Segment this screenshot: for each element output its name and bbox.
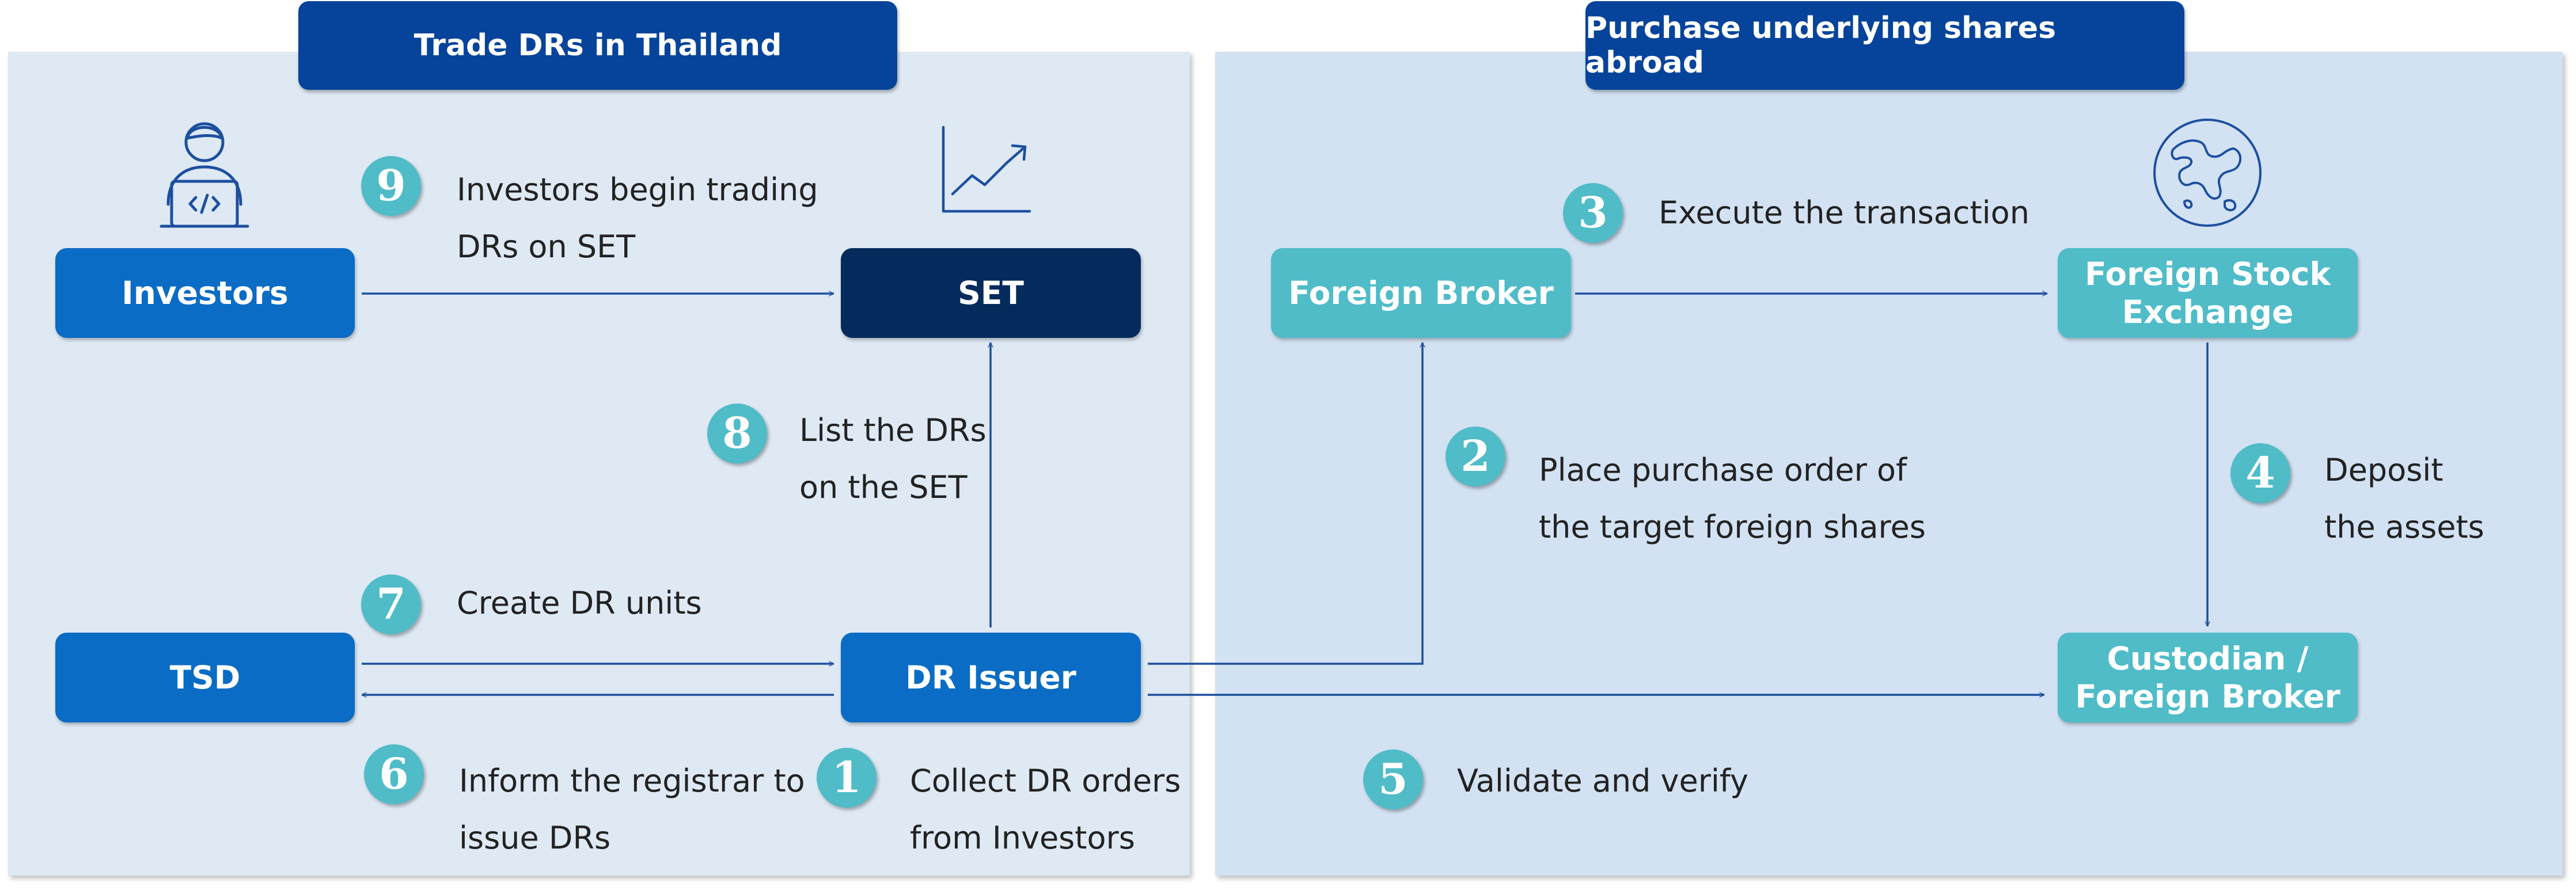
step-number-7: 7 (361, 575, 421, 634)
step-number-8: 8 (707, 404, 767, 463)
node-foreign-broker: Foreign Broker (1271, 248, 1571, 338)
header-trade-drs: Trade DRs in Thailand (298, 1, 897, 90)
step-number-4: 4 (2230, 443, 2290, 503)
step-label-9: Investors begin trading DRs on SET (457, 172, 818, 265)
chart-icon (942, 125, 1031, 213)
step-label-1: Collect DR orders from Investors (910, 763, 1181, 856)
step-number-3: 3 (1563, 183, 1623, 243)
arrow-issuer-broker (1148, 343, 1422, 665)
node-tsd: TSD (55, 633, 355, 722)
step-label-8: List the DRs on the SET (799, 412, 987, 505)
node-dr-issuer: DR Issuer (841, 633, 1141, 722)
node-investors: Investors (55, 248, 355, 338)
step-number-6: 6 (364, 744, 424, 804)
step-label-6: Inform the registrar to issue DRs (459, 763, 805, 856)
step-number-5: 5 (1363, 750, 1423, 809)
step-number-9: 9 (361, 156, 421, 216)
panel-thailand (8, 52, 1190, 876)
step-label-7: Create DR units (457, 585, 702, 621)
step-number-2: 2 (1446, 427, 1505, 486)
step-label-5: Validate and verify (1457, 763, 1748, 799)
step-label-3: Execute the transaction (1659, 195, 2029, 231)
header-purchase-shares: Purchase underlying shares abroad (1585, 1, 2184, 90)
investor-laptop-icon (160, 122, 249, 228)
step-label-4: Deposit the assets (2324, 452, 2484, 545)
node-custodian: Custodian / Foreign Broker (2058, 633, 2358, 722)
node-set: SET (841, 248, 1141, 338)
node-foreign-stock-exchange: Foreign Stock Exchange (2058, 248, 2358, 338)
step-label-2: Place purchase order of the target forei… (1539, 452, 1926, 545)
globe-icon (2153, 119, 2262, 227)
panel-abroad (1215, 52, 2563, 876)
step-number-1: 1 (817, 748, 877, 808)
